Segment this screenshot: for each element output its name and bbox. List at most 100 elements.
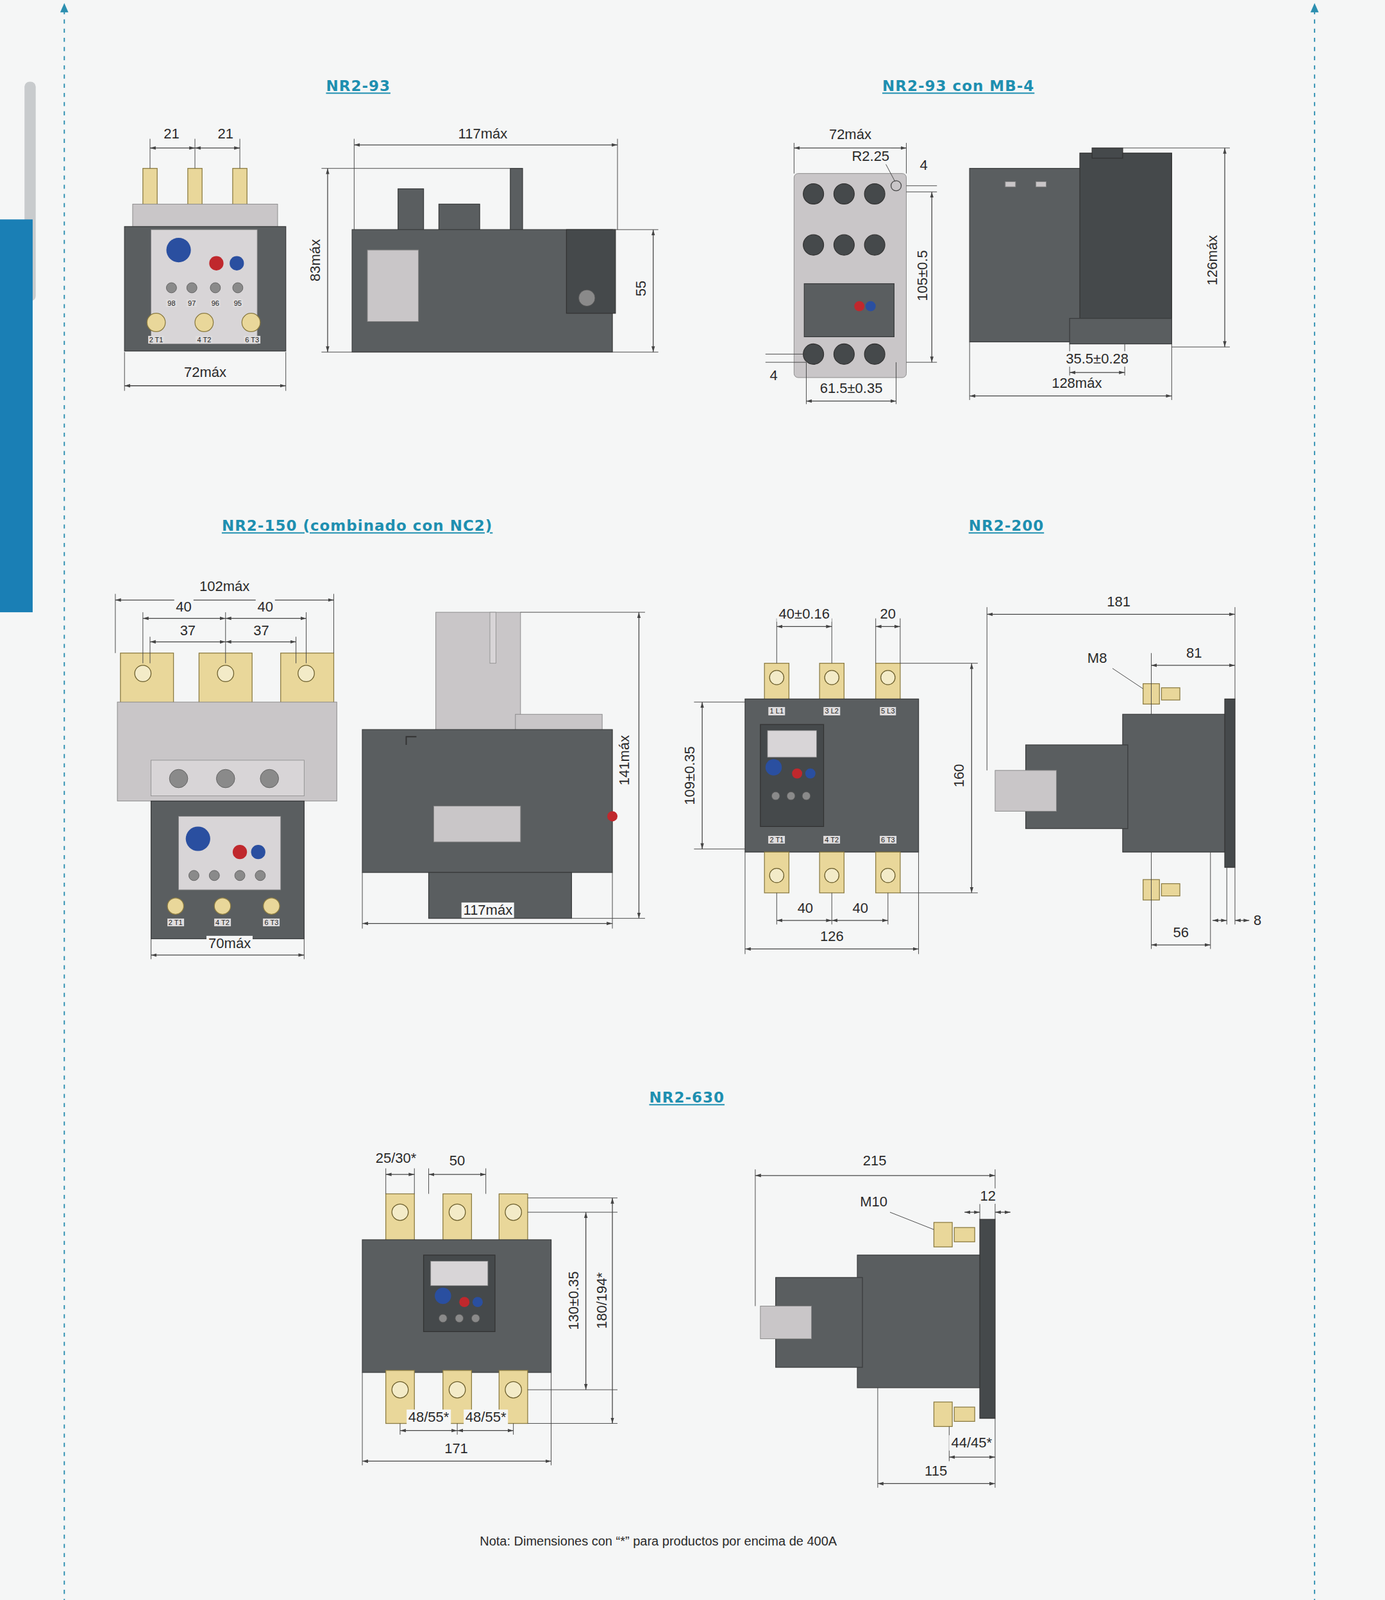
nr2-93-front-part: [124, 226, 286, 351]
nr2-150-side-part: [607, 811, 618, 823]
nr2-200-front-part: [693, 702, 746, 703]
nr2-93-mb4-front-part: [805, 400, 896, 402]
nr2-93-mb4-front-part: [833, 184, 855, 205]
nr2-200-front-part: [769, 868, 784, 883]
nr2-150-side-part: [489, 612, 497, 664]
dimension-label: 40: [850, 900, 871, 917]
nr2-150-side-part: [406, 736, 417, 746]
nr2-150-front-part: [167, 898, 184, 915]
nr2-630-front-part: [438, 1314, 447, 1323]
nr2-630-front-part: [399, 1424, 401, 1436]
nr2-150-front-part: [234, 870, 245, 882]
nr2-93-mb4-front-part: [854, 301, 865, 312]
nr2-150-front-part: [209, 870, 220, 882]
nr2-150-front-part: [149, 636, 151, 664]
nr2-93-mb4-side-part: [1079, 153, 1172, 319]
nr2-200-side-part: [1209, 852, 1211, 949]
nr2-200-side-part: [1161, 688, 1180, 701]
nr2-93-mb4-side-part: [1171, 343, 1173, 401]
dimension-label: 141máx: [616, 733, 633, 788]
nr2-200-front-part: [819, 663, 844, 705]
nr2-200-front-part: [881, 670, 896, 685]
dimension-label: 40: [173, 599, 194, 615]
dimension-label: M10: [857, 1194, 890, 1210]
terminal-marking: 4 T2: [195, 335, 213, 344]
nr2-630-front-part: [430, 1261, 488, 1286]
nr2-200-front-part: [786, 791, 796, 801]
nr2-200-side-part: [1212, 920, 1227, 921]
nr2-630-front-part: [485, 1168, 487, 1195]
nr2-93-mb4-front-part: [891, 180, 902, 192]
nr2-630-side: [755, 1169, 1011, 1489]
nr2-630-front-part: [527, 1390, 618, 1391]
nr2-93-side-part: [367, 250, 419, 322]
nr2-150-front-part: [303, 938, 305, 960]
nr2-200-side-part: [1150, 664, 1235, 666]
nr2-150-side-part: [428, 872, 572, 919]
nr2-93-side-part: [321, 352, 353, 353]
nr2-630-front-part: [527, 1197, 618, 1199]
nr2-200-front-part: [900, 892, 978, 894]
nr2-200-front-part: [824, 670, 839, 685]
page-frame-part: [0, 219, 33, 613]
nr2-200-front-part: [764, 852, 789, 894]
nr2-630-front-part: [362, 1372, 363, 1466]
nr2-630-side-part: [933, 1222, 953, 1248]
nr2-93-mb4-front-part: [906, 362, 937, 363]
nr2-93-side-part: [510, 168, 523, 233]
nr2-93-side-part: [398, 189, 424, 233]
nr2-630-front-part: [385, 1168, 387, 1195]
nr2-200-side-part: [1234, 867, 1236, 925]
nr2-200-side-part: [1226, 867, 1228, 925]
nr2-93-front-part: [151, 229, 258, 344]
nr2-630-front-part: [434, 1288, 451, 1305]
nr2-150-front-part: [188, 870, 199, 882]
nr2-200-front-part: [899, 618, 901, 664]
nr2-93-front-part: [124, 352, 126, 391]
nr2-93-front-part: [285, 352, 286, 391]
dimension-label: 130±0.35: [565, 1270, 581, 1334]
nr2-93-mb4-side-part: [1171, 346, 1230, 348]
nr2-93-mb4-side-part: [1091, 148, 1123, 159]
nr2-93-mb4-side-part: [1036, 181, 1047, 187]
nr2-93-side-part: [612, 229, 659, 231]
dimension-label: 56: [1170, 925, 1191, 941]
dimension-label: 72máx: [827, 126, 874, 143]
nr2-200-front-part: [918, 852, 919, 955]
nr2-93-mb4-front-part: [833, 234, 855, 256]
dimension-label: 117máx: [461, 902, 515, 919]
nr2-200-side-part: [995, 770, 1057, 812]
nr2-630-front-part: [611, 1198, 613, 1425]
nr2-200-side-part: [1150, 852, 1152, 949]
nr2-93-front-part: [166, 282, 177, 294]
nr2-93-mb4-front-part: [803, 234, 824, 256]
nr2-93-front-part: [232, 282, 244, 294]
dimension-label: 126: [818, 929, 846, 945]
nr2-150-front-part: [114, 593, 116, 653]
nr2-200-side-part: [1122, 714, 1227, 853]
nr2-93-mb4-front-part: [805, 362, 807, 404]
nr2-93-side: [321, 139, 658, 353]
nr2-93-mb4-side-part: [1069, 318, 1172, 345]
nr2-150-side-part: [362, 923, 613, 924]
nr2-150-front: [115, 593, 337, 960]
nr2-93-front-part: [186, 282, 197, 294]
nr2-630-side-part: [877, 1388, 878, 1489]
nr2-200-front-part: [701, 702, 703, 849]
nr2-630-side-part: [994, 1418, 996, 1489]
nr2-630-side-part: [754, 1169, 756, 1307]
nr2-630-side-part: [948, 1456, 996, 1458]
dimension-label: 48/55*: [463, 1410, 509, 1426]
nr2-93-side-part: [327, 168, 328, 353]
nr2-150-front-part: [216, 769, 235, 789]
nr2-150-side-part: [362, 729, 613, 873]
nr2-630-side-part: [755, 1175, 996, 1176]
nr2-630-front-part: [455, 1314, 464, 1323]
nr2-93-front-part: [149, 139, 151, 169]
nr2-200-front-part: [881, 868, 896, 883]
nr2-200-side-part: [1224, 698, 1235, 868]
dimension-label: 40±0.16: [777, 606, 832, 622]
nr2-200-front-part: [831, 618, 833, 664]
section-title: NR2-150 (combinado con NC2): [219, 518, 495, 535]
